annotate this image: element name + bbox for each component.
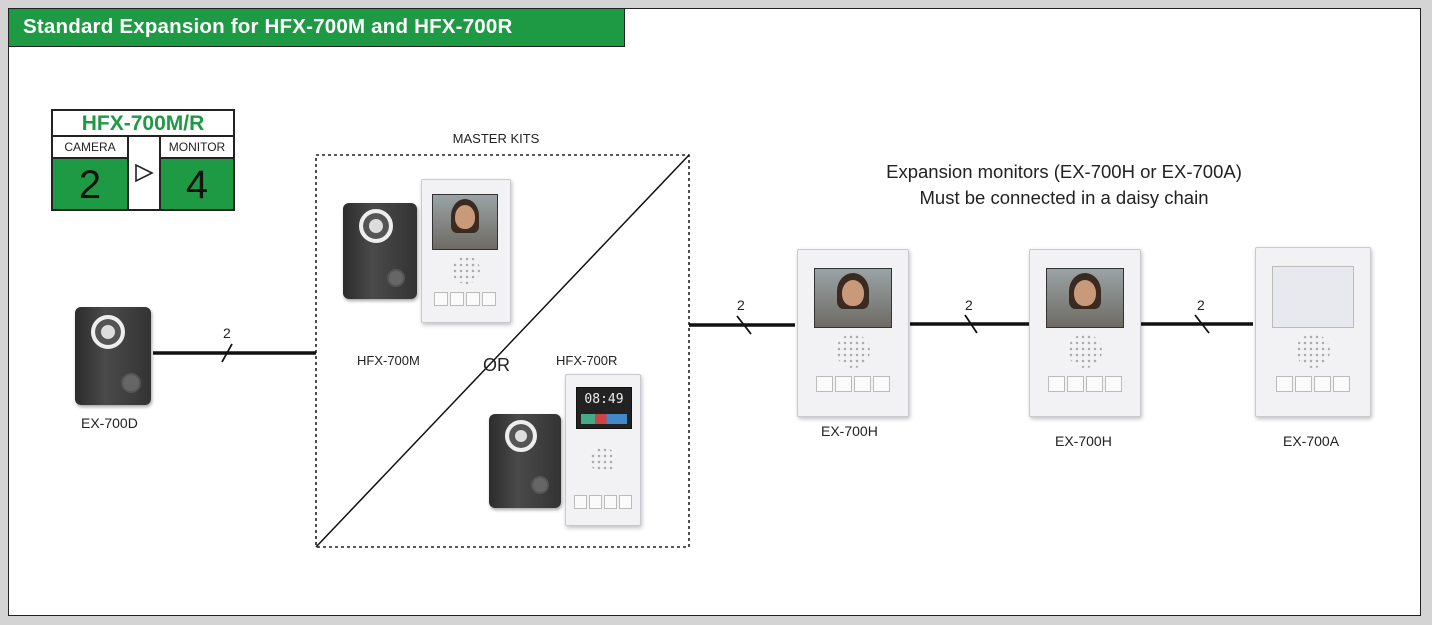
expansion-monitor-3 — [1255, 247, 1371, 417]
wire-count-4: 2 — [1197, 297, 1205, 313]
wire-tick-1 — [221, 343, 233, 363]
expansion-monitor-2-label: EX-700H — [1055, 433, 1112, 449]
wiring-layer — [153, 154, 1253, 548]
master-r-monitor: 08:49 — [565, 374, 641, 526]
master-r-door-camera — [489, 414, 561, 508]
master-m-monitor — [421, 179, 511, 323]
expansion-monitor-2 — [1029, 249, 1141, 417]
or-separator: OR — [483, 355, 510, 375]
wire-tick-3 — [964, 314, 978, 334]
master-m-door-camera — [343, 203, 417, 299]
spec-arrow-cell — [127, 137, 161, 209]
diagram-title: Standard Expansion for HFX-700M and HFX-… — [9, 9, 625, 47]
expansion-note-line1: Expansion monitors (EX-700H or EX-700A) — [886, 161, 1242, 182]
expansion-monitor-3-label: EX-700A — [1283, 433, 1340, 449]
door-station-ex700d — [75, 307, 151, 405]
diagram-frame: Standard Expansion for HFX-700M and HFX-… — [8, 8, 1421, 616]
wire-tick-4 — [1194, 314, 1210, 334]
wire-count-3: 2 — [965, 297, 973, 313]
spec-camera-count: 2 — [53, 157, 127, 209]
expansion-monitor-1 — [797, 249, 909, 417]
play-arrow-icon — [135, 163, 154, 183]
expansion-note-line2: Must be connected in a daisy chain — [919, 187, 1209, 208]
wire-count-1: 2 — [223, 325, 231, 341]
expansion-monitor-1-label: EX-700H — [821, 423, 878, 439]
clock-display: 08:49 — [584, 392, 624, 407]
spec-camera-label: CAMERA — [64, 140, 116, 154]
master-r-label: HFX-700R — [556, 353, 618, 368]
master-kits-dashed-box — [315, 154, 690, 548]
master-m-label: HFX-700M — [357, 353, 420, 368]
expansion-note: Expansion monitors (EX-700H or EX-700A) … — [869, 159, 1259, 211]
master-kits-label: MASTER KITS — [452, 131, 540, 146]
spec-monitor-count: 4 — [161, 157, 233, 209]
door-station-label: EX-700D — [81, 415, 138, 431]
wire-count-2: 2 — [737, 297, 745, 313]
wire-tick-2 — [736, 315, 752, 335]
capacity-spec-box: HFX-700M/R CAMERA MONITOR 2 4 — [51, 109, 235, 211]
spec-monitor-label: MONITOR — [168, 140, 226, 154]
spec-model-name: HFX-700M/R — [53, 111, 233, 137]
master-kits-diagonal-divider — [315, 154, 690, 548]
